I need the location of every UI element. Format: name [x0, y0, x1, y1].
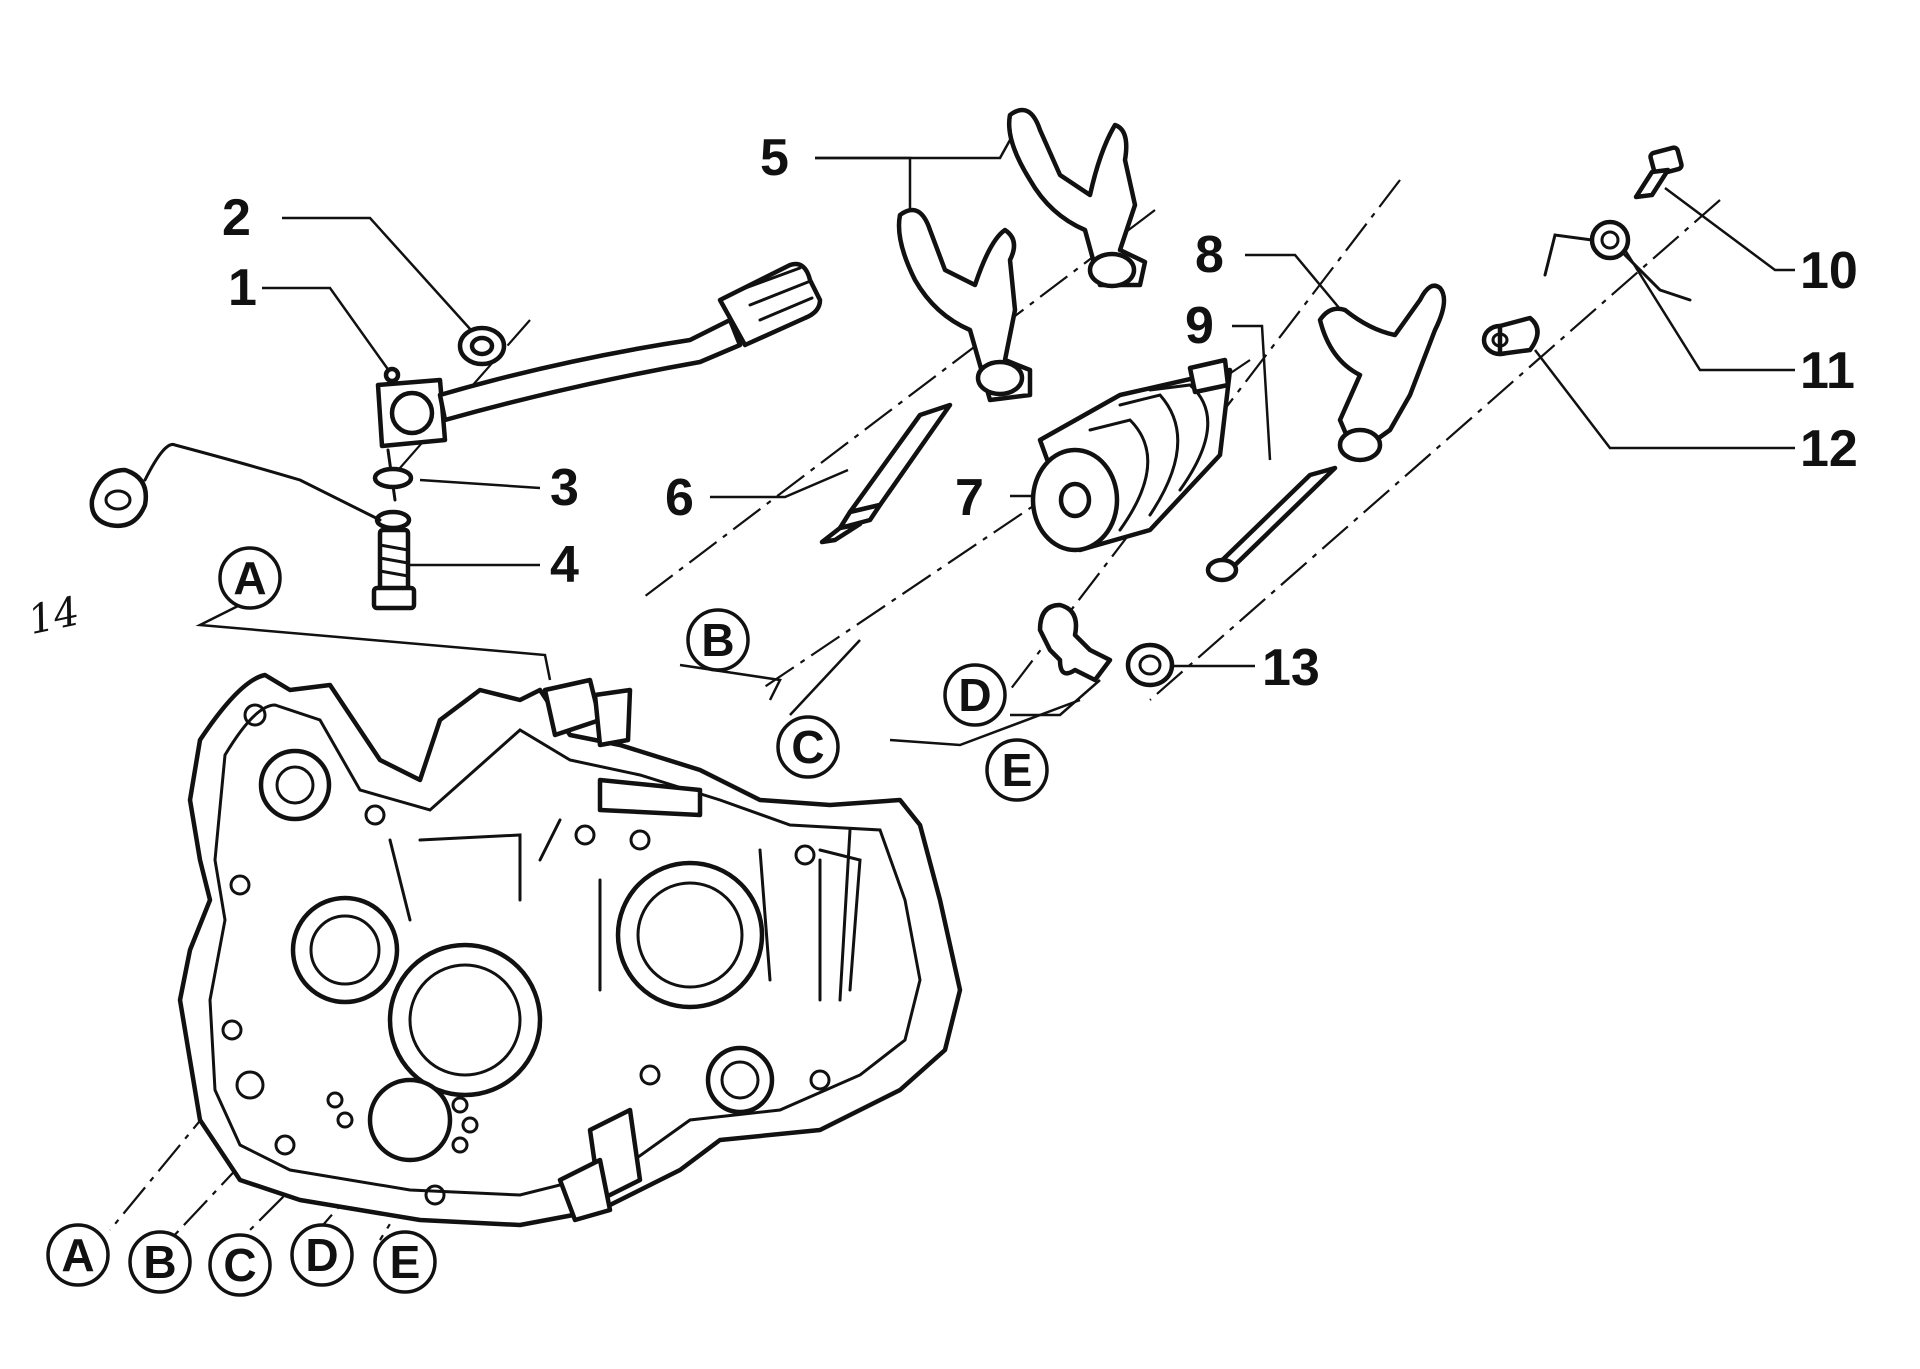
part-label-3: 3 — [550, 459, 579, 517]
part-label-11: 11 — [1800, 342, 1855, 400]
part-label-5: 5 — [760, 129, 789, 187]
callouts-lower: A B C D E — [46, 1223, 437, 1297]
callout-a-upper: A — [233, 552, 266, 604]
bolt-10 — [1633, 145, 1684, 200]
part-label-10: 10 — [1800, 242, 1858, 300]
part-label-4: 4 — [550, 536, 579, 594]
shaft-9 — [1205, 465, 1338, 583]
callout-c-upper: C — [791, 721, 824, 773]
part-label-12: 12 — [1800, 420, 1858, 478]
spring-11 — [1543, 219, 1692, 302]
crankcase — [177, 672, 963, 1228]
sensor-14 — [89, 442, 382, 529]
bolt-4 — [371, 527, 417, 611]
leader-lines — [195, 139, 1795, 747]
bushing-12 — [1481, 315, 1540, 357]
shift-fork-8 — [1317, 283, 1447, 463]
circlip-2 — [457, 325, 507, 367]
callout-e-upper: E — [1002, 744, 1033, 796]
part-label-9: 9 — [1185, 297, 1214, 355]
shift-fork-shaft-6 — [819, 402, 953, 545]
callout-e-lower: E — [390, 1236, 421, 1288]
washer-3 — [372, 466, 414, 531]
callout-a-lower: A — [61, 1229, 94, 1281]
part-number-labels: 1 2 3 4 5 6 7 8 9 10 11 12 13 14 — [24, 129, 1858, 697]
part-label-2: 2 — [222, 189, 251, 247]
callout-c-lower: C — [223, 1239, 256, 1291]
part-label-13: 13 — [1262, 639, 1320, 697]
part-label-6: 6 — [665, 469, 694, 527]
part-label-7: 7 — [955, 469, 984, 527]
shift-drum-7 — [1030, 357, 1233, 553]
callouts-upper: A B C D E — [218, 546, 1049, 802]
gear-shift-lever — [375, 261, 823, 502]
callout-b-lower: B — [143, 1236, 176, 1288]
callout-d-lower: D — [305, 1229, 338, 1281]
clip-13 — [1037, 602, 1175, 688]
callout-b-upper: B — [701, 614, 734, 666]
part-label-1: 1 — [228, 259, 257, 317]
callout-d-upper: D — [958, 669, 991, 721]
handwritten-label-14: 14 — [24, 588, 83, 644]
shift-fork-5-b — [1007, 107, 1148, 289]
part-label-8: 8 — [1195, 226, 1224, 284]
shift-fork-5-a — [896, 207, 1033, 403]
